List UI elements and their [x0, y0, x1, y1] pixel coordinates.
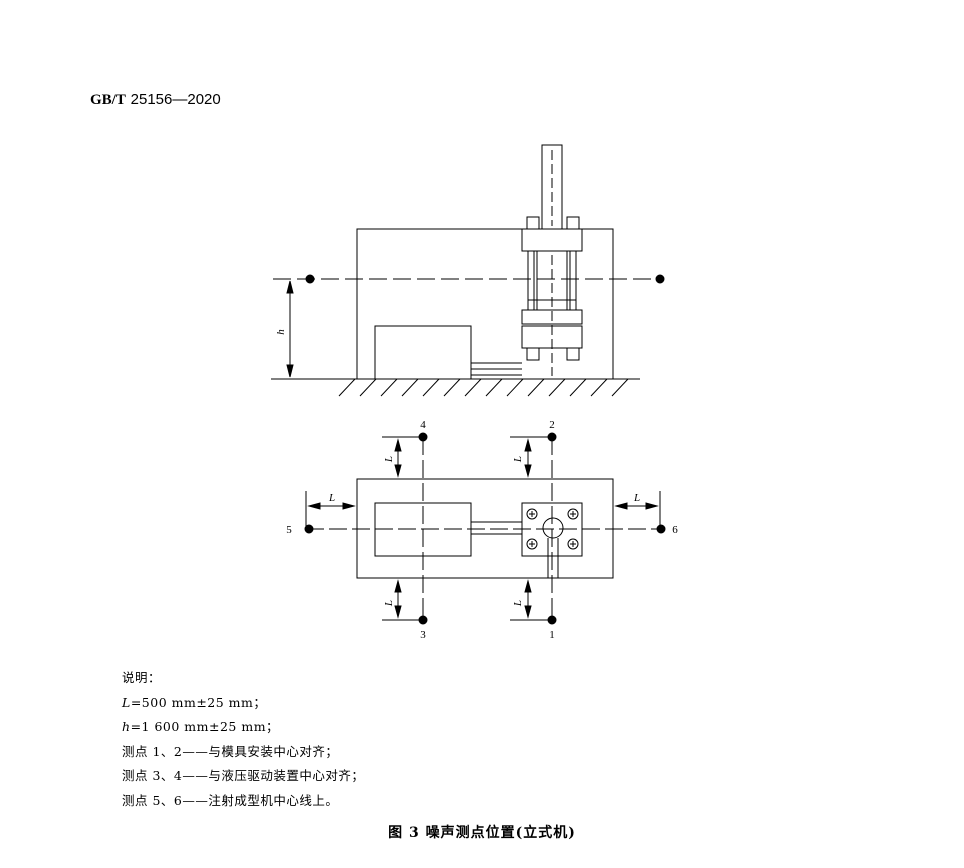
front-view: h	[271, 144, 665, 397]
clamp-unit	[521, 144, 583, 376]
measurement-point-3	[418, 615, 428, 625]
point-label-5: 5	[286, 524, 292, 536]
svg-text:L: L	[383, 456, 395, 463]
note-points-3-4: 测点 3、4——与液压驱动装置中心对齐；	[122, 768, 365, 783]
point-label-1: 1	[549, 629, 555, 641]
measurement-point-front-left	[305, 274, 315, 284]
standard-header: GB/T 25156—2020	[90, 90, 221, 109]
standard-number: 25156—2020	[130, 91, 221, 108]
measurement-point-2	[547, 432, 557, 442]
L-dimension-1: L	[512, 579, 532, 619]
height-label: h	[275, 329, 287, 335]
L-dimension-5: L	[307, 492, 356, 510]
measurement-point-1	[547, 615, 557, 625]
notes-block: 说明： L=500 mm±25 mm； h=1 600 mm±25 mm； 测点…	[122, 666, 364, 813]
figure-caption: 图 3 噪声测点位置(立式机)	[388, 825, 576, 841]
note-L: L=500 mm±25 mm；	[122, 694, 267, 710]
injection-unit	[374, 325, 472, 380]
note-points-1-2: 测点 1、2——与模具安装中心对齐；	[122, 743, 339, 759]
svg-text:L: L	[383, 600, 395, 607]
point-label-6: 6	[672, 524, 678, 536]
plan-view: L L L L L L	[286, 419, 678, 641]
svg-text:L: L	[512, 456, 524, 463]
svg-text:L: L	[328, 492, 335, 504]
note-points-5-6: 测点 5、6——注射成型机中心线上。	[122, 792, 339, 808]
measurement-point-6	[656, 524, 666, 534]
note-h: h=1 600 mm±25 mm；	[122, 719, 280, 734]
floor-hatch	[338, 378, 629, 397]
L-dimension-6: L	[614, 492, 659, 510]
tie-bar-symbols	[526, 508, 579, 550]
point-label-3: 3	[420, 629, 426, 641]
point-label-4: 4	[420, 419, 426, 431]
L-dimension-2: L	[512, 438, 532, 478]
L-dimension-4: L	[383, 438, 402, 478]
svg-text:L: L	[512, 600, 524, 607]
measurement-point-5	[304, 524, 314, 534]
measurement-point-4	[418, 432, 428, 442]
standard-org: GB/T	[90, 92, 126, 108]
notes-title: 说明：	[122, 670, 162, 685]
point-label-2: 2	[549, 419, 555, 431]
measurement-point-front-right	[655, 274, 665, 284]
svg-text:L: L	[633, 492, 640, 504]
L-dimension-3: L	[383, 579, 402, 619]
